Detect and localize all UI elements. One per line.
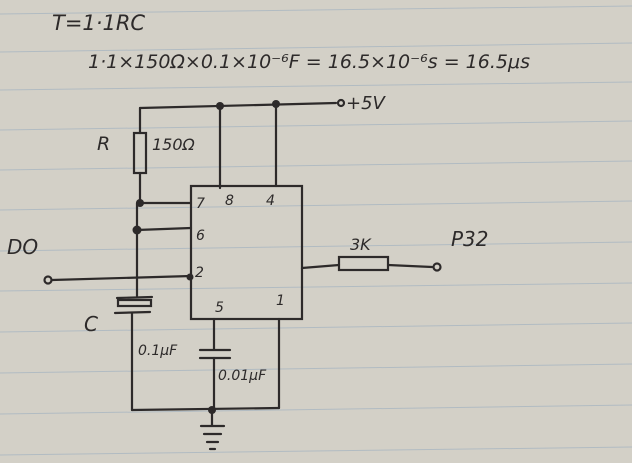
resistor-value-label: 150Ω — [152, 135, 196, 154]
output-label: P32 — [451, 227, 489, 251]
resistor-name-label: R — [97, 133, 110, 155]
pin-8-label: 8 — [225, 193, 234, 209]
resistor-3k — [337, 255, 390, 272]
wire-out-2 — [386, 263, 434, 269]
junction-ground — [208, 406, 216, 414]
cap-c-plate-top — [115, 295, 154, 300]
pin-4-label: 4 — [266, 193, 275, 209]
pin-1-label: 1 — [276, 293, 285, 309]
pin-6-label: 6 — [196, 228, 205, 244]
vcc-label: +5V — [346, 93, 387, 114]
junction-pin7 — [136, 199, 144, 207]
pin-2-label: 2 — [195, 265, 204, 281]
junction-pin2 — [186, 273, 194, 281]
capacitor-name-label: C — [84, 312, 98, 336]
junction-pin6 — [132, 225, 142, 235]
out-resistor-label: 3K — [350, 235, 372, 254]
pin-5-label: 5 — [215, 300, 224, 316]
ic-555 — [189, 184, 304, 321]
junctions — [132, 100, 280, 414]
wire-pin6 — [135, 226, 193, 232]
cap-timing-label: 0.1μF — [138, 343, 178, 359]
cap-c-plate-body — [116, 298, 153, 308]
pin-7-label: 7 — [196, 196, 205, 212]
vcc-rail — [138, 101, 338, 110]
output-terminal — [432, 262, 442, 272]
vcc-terminal — [336, 98, 346, 108]
formula-line-2: 1·1×150Ω×0.1×10⁻⁶F = 16.5×10⁻⁶s = 16.5μs — [88, 51, 530, 73]
ruled-lines — [0, 5, 632, 456]
wire-pin2 — [50, 274, 193, 282]
wire-out — [300, 263, 341, 270]
input-terminal — [43, 275, 53, 285]
input-label: DO — [7, 235, 38, 259]
junction-pin8 — [216, 102, 224, 110]
junction-pin4 — [272, 100, 280, 108]
resistor-r — [132, 131, 148, 175]
formula-line-1: T=1·1RC — [52, 11, 145, 35]
cap-control-label: 0.01μF — [218, 368, 267, 384]
ground-bus — [130, 406, 281, 412]
circuit — [43, 98, 442, 451]
